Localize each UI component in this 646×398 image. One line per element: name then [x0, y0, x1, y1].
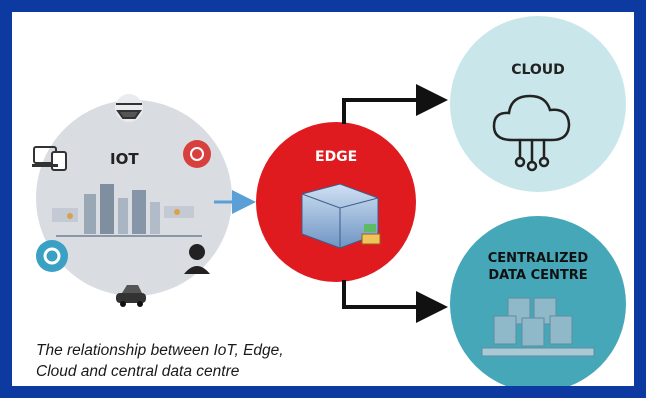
- server-rack-icon: [481, 297, 595, 357]
- caption-line-2: Cloud and central data centre: [36, 363, 240, 380]
- cloud-network-icon: [492, 94, 571, 172]
- settings-badge-icon: [183, 140, 211, 168]
- iot-node: IOT: [32, 94, 232, 307]
- figure-caption: The relationship between IoT, Edge, Clou…: [36, 340, 356, 382]
- cloud-circle: [450, 16, 626, 192]
- datacentre-node: CENTRALIZED DATA CENTRE: [450, 216, 626, 386]
- car-icon: [116, 285, 146, 307]
- cloud-label: CLOUD: [511, 62, 565, 78]
- arrow-edge-datacentre: [342, 280, 448, 323]
- edge-label: EDGE: [315, 149, 357, 165]
- edge-node: EDGE: [256, 122, 416, 282]
- diagram-canvas: IOT: [32, 16, 626, 386]
- caption-line-1: The relationship between IoT, Edge,: [36, 342, 284, 359]
- iot-label: IOT: [110, 150, 139, 168]
- devices-icon: [32, 146, 67, 171]
- arrow-edge-cloud: [342, 84, 448, 124]
- diagram-frame: IOT: [12, 12, 634, 386]
- gear-badge-icon: [36, 240, 68, 272]
- city-icon: [52, 184, 202, 237]
- datacentre-label-line1: CENTRALIZED: [488, 251, 589, 266]
- cloud-node: CLOUD: [450, 16, 626, 192]
- person-icon: [184, 244, 210, 274]
- drone-icon: [115, 94, 143, 122]
- server-icon: [301, 183, 381, 249]
- datacentre-label-line2: DATA CENTRE: [488, 268, 587, 283]
